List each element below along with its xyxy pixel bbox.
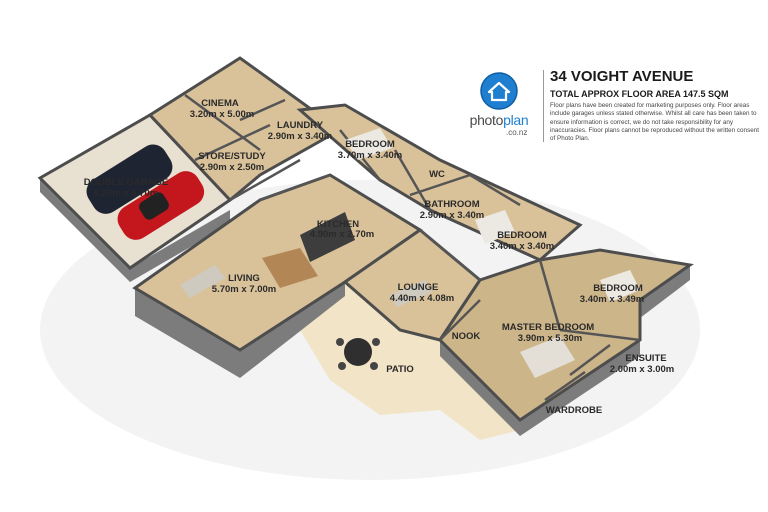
master-label: MASTER BEDROOM bbox=[502, 322, 594, 333]
kitchen-size: 4.90m x 2.70m bbox=[310, 229, 374, 240]
wardrobe-label: WARDROBE bbox=[546, 405, 602, 416]
garage-size: 6.20m x 6.70m bbox=[94, 188, 158, 199]
patio-table bbox=[344, 338, 372, 366]
bed-1 bbox=[345, 128, 392, 160]
bed-2 bbox=[475, 210, 515, 244]
laundry-label: LAUNDRY bbox=[277, 120, 324, 131]
store-label: STORE/STUDY bbox=[198, 151, 266, 162]
car-dark bbox=[86, 144, 173, 214]
bedroom1-label: BEDROOM bbox=[345, 139, 395, 150]
bedroom3-label: BEDROOM bbox=[593, 283, 643, 294]
ensuite-size: 2.00m x 3.00m bbox=[610, 364, 674, 375]
wc-label: WC bbox=[429, 169, 445, 180]
patio-label: PATIO bbox=[386, 364, 414, 375]
lounge-size: 4.40m x 4.08m bbox=[390, 293, 454, 304]
bathroom-size: 2.90m x 3.40m bbox=[420, 210, 484, 221]
bedroom3-size: 3.40m x 3.49m bbox=[580, 294, 644, 305]
interior-walls bbox=[184, 93, 641, 402]
living-sofa bbox=[180, 265, 225, 298]
exterior-walls bbox=[40, 178, 690, 436]
cinema-label: CINEMA bbox=[201, 98, 239, 109]
ensuite-label: ENSUITE bbox=[625, 353, 666, 364]
bedroom2-label: BEDROOM bbox=[497, 230, 547, 241]
brand-name-part2: plan bbox=[503, 112, 529, 128]
bed-3 bbox=[600, 270, 640, 302]
brand-name-part1: photo bbox=[469, 112, 504, 128]
house-logo-icon bbox=[480, 72, 518, 110]
bedroom2-size: 3.40m x 3.40m bbox=[490, 241, 554, 252]
living-size: 5.70m x 7.00m bbox=[212, 284, 276, 295]
disclaimer-text: Floor plans have been created for market… bbox=[550, 102, 759, 143]
patio-area bbox=[300, 282, 520, 440]
listing-info: 34 VOIGHT AVENUE TOTAL APPROX FLOOR AREA… bbox=[550, 68, 762, 143]
master-size: 3.90m x 5.30m bbox=[518, 333, 582, 344]
room-labels: CINEMA 3.20m x 5.00m LAUNDRY 2.90m x 3.4… bbox=[84, 98, 674, 416]
lounge-label: LOUNGE bbox=[398, 282, 439, 293]
address-title: 34 VOIGHT AVENUE bbox=[550, 68, 694, 85]
furniture bbox=[86, 128, 640, 378]
header-divider bbox=[543, 70, 544, 142]
cinema-size: 3.20m x 5.00m bbox=[190, 109, 254, 120]
nook-label: NOOK bbox=[452, 331, 481, 342]
brand-logo: photoplan .co.nz bbox=[462, 72, 536, 142]
brand-domain: .co.nz bbox=[506, 128, 528, 137]
dining-table bbox=[262, 248, 318, 288]
garage-label: DOUBLE GARAGE bbox=[84, 177, 168, 188]
lounge-sofa bbox=[390, 280, 432, 307]
store-size: 2.90m x 2.50m bbox=[200, 162, 264, 173]
master-bed bbox=[520, 336, 575, 378]
kitchen-island bbox=[300, 212, 355, 262]
kitchen-label: KITCHEN bbox=[317, 219, 359, 230]
bathroom-label: BATHROOM bbox=[424, 199, 479, 210]
north-wing-floor bbox=[147, 56, 343, 203]
bedroom1-size: 3.70m x 3.40m bbox=[338, 150, 402, 161]
living-label: LIVING bbox=[228, 273, 260, 284]
total-area: TOTAL APPROX FLOOR AREA 147.5 SQM bbox=[550, 89, 729, 99]
laundry-size: 2.90m x 3.40m bbox=[268, 131, 332, 142]
brand-wordmark: photoplan bbox=[462, 112, 536, 128]
